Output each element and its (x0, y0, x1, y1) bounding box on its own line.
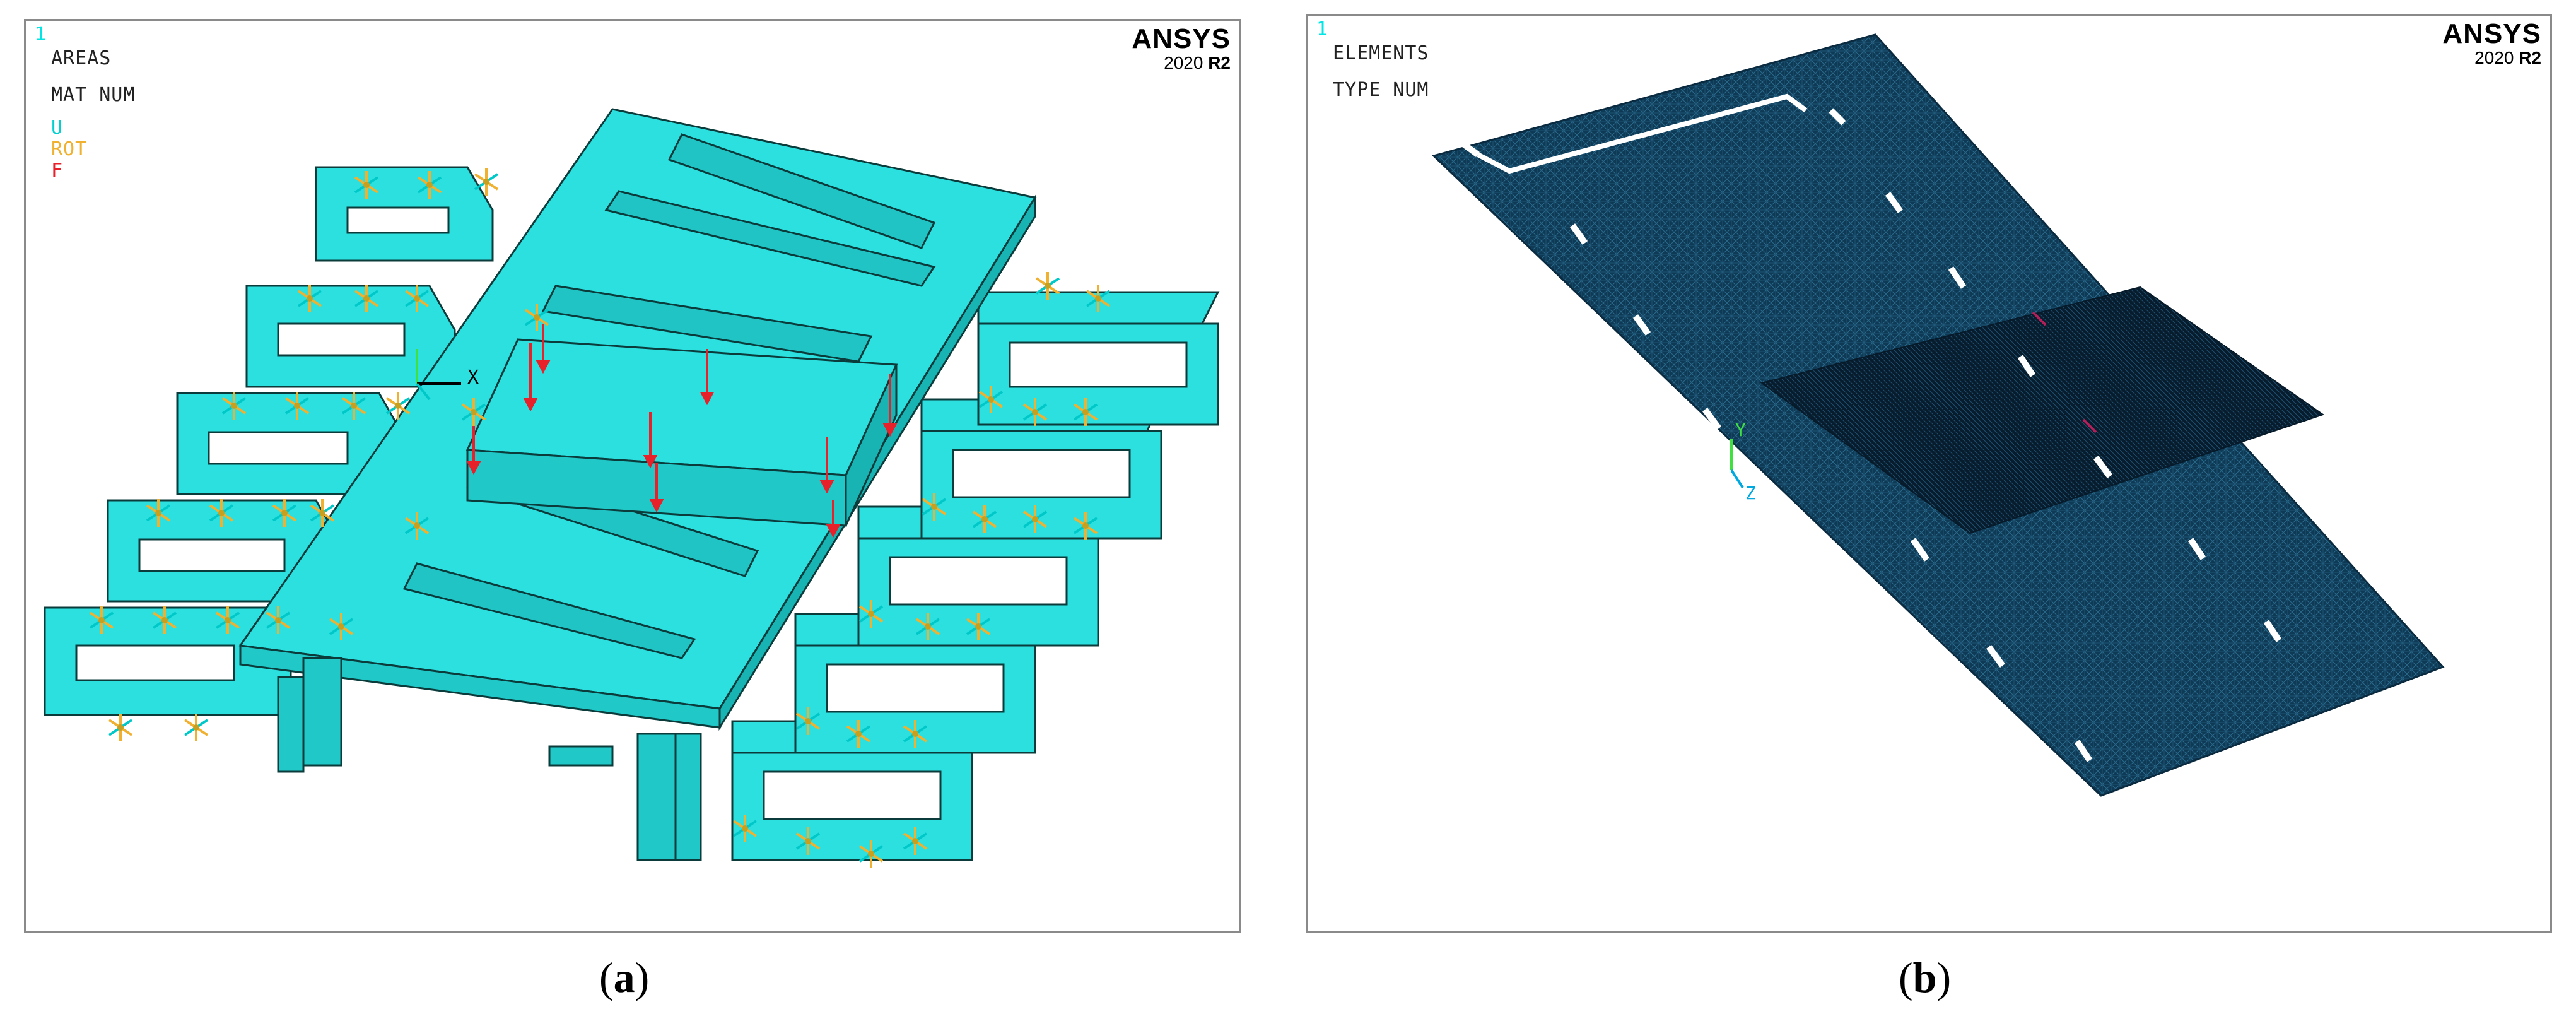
ansys-logo-b: ANSYS 2020 R2 (2442, 20, 2541, 68)
mesh-outline-slot (1477, 93, 1808, 174)
support-legs (277, 657, 702, 861)
triad-y-label: Y (1735, 420, 1746, 440)
mesh-bonded-region (1760, 286, 2325, 534)
left-fin-slots (75, 206, 450, 681)
legend-areas: AREAS (51, 47, 112, 69)
legend-force-f: F (51, 160, 64, 182)
triad-x-label: X (467, 367, 479, 389)
brand-name-b: ANSYS (2442, 18, 2541, 49)
force-arrows (466, 324, 898, 538)
areas-model-view (44, 108, 1220, 869)
legend-constraint-rot: ROT (51, 138, 88, 160)
brand-version-b: 2020 R2 (2474, 48, 2541, 68)
legend-elements: ELEMENTS (1333, 42, 1429, 64)
right-fin-slots (763, 341, 1188, 820)
mesh-slot-marks (1462, 108, 2282, 762)
viewport-elements[interactable]: 1 ELEMENTS TYPE NUM Y Z ANSYS 2020 R2 (1306, 14, 2552, 933)
window-number-b: 1 (1316, 18, 1328, 40)
plate-front (239, 644, 721, 729)
center-box (465, 338, 898, 527)
legend-mat-num: MAT NUM (51, 84, 136, 106)
axis-triad (416, 349, 461, 401)
triad-z-label: Z (1745, 483, 1756, 504)
mesh-markers (2032, 311, 2097, 433)
legend-constraint-u: U (51, 117, 64, 139)
caption-a: (a) (599, 953, 650, 1001)
viewport-areas[interactable]: 1 AREAS MAT NUM U ROT F X ANSYS 2020 R2 (24, 19, 1241, 933)
caption-b: (b) (1899, 953, 1952, 1001)
elements-mesh-view (1432, 33, 2445, 797)
legend-type-num: TYPE NUM (1333, 79, 1429, 101)
brand-version: 2020 R2 (1164, 53, 1231, 73)
axis-triad-b (1730, 439, 1744, 489)
brand-name: ANSYS (1132, 23, 1231, 54)
window-number: 1 (35, 23, 47, 45)
ansys-logo: ANSYS 2020 R2 (1132, 25, 1231, 73)
